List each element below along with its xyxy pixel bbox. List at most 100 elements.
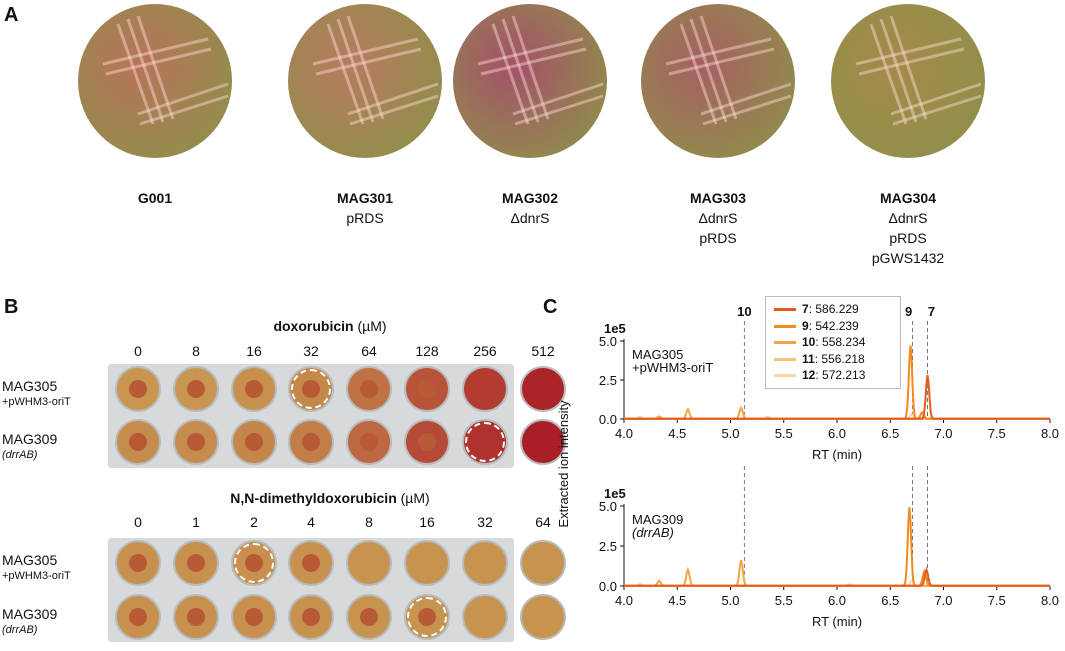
colony-spot	[418, 433, 436, 451]
colony-spot	[129, 554, 147, 572]
compound-mz: : 586.229	[808, 302, 859, 316]
concentration-label: 0	[134, 514, 142, 530]
colony-spot	[187, 380, 205, 398]
peak-marker-label: 7	[928, 304, 935, 319]
strain-row-label: MAG305+pWHM3-oriT	[2, 378, 71, 410]
well	[462, 540, 508, 586]
streak-pattern	[665, 15, 792, 126]
x-tick-label: 4.0	[615, 593, 633, 608]
well	[115, 540, 161, 586]
colony-spot	[360, 380, 378, 398]
legend-swatch	[774, 341, 796, 345]
x-tick-label: 8.0	[1041, 593, 1059, 608]
well	[231, 366, 277, 412]
well	[346, 594, 392, 640]
compound-mz: : 558.234	[815, 335, 866, 349]
agar-plate	[288, 4, 442, 158]
well	[346, 540, 392, 586]
x-tick-label: 6.0	[828, 426, 846, 441]
colony-spot	[129, 608, 147, 626]
concentration-label: 16	[246, 343, 262, 359]
y-tick-label: 2.5	[599, 539, 617, 554]
x-tick-label: 6.5	[881, 426, 899, 441]
panel-letter-c: C	[543, 296, 558, 318]
strain-name: MAG302	[501, 190, 559, 206]
well	[346, 366, 392, 412]
x-axis-label: RT (min)	[812, 614, 862, 629]
well-mic-marked	[288, 366, 334, 412]
strain-name: MAG301	[336, 190, 394, 206]
colony-spot	[245, 554, 263, 572]
genotype-line: pGWS1432	[871, 250, 945, 266]
x-tick-label: 6.0	[828, 593, 846, 608]
assay-title: N,N-dimethyldoxorubicin (µM)	[200, 490, 460, 506]
y-tick-label: 5.0	[599, 499, 617, 514]
compound-id: 10	[802, 335, 816, 349]
y-tick-label: 0.0	[599, 412, 617, 427]
streak-pattern	[477, 15, 604, 126]
strain-annotation: +pWHM3-oriT	[2, 396, 71, 408]
legend-swatch	[774, 357, 796, 361]
well	[231, 419, 277, 465]
legend-item: 12: 572.213	[774, 367, 892, 384]
well	[520, 419, 566, 465]
x-tick-label: 4.5	[668, 593, 686, 608]
genotype-line: ΔdnrS	[510, 210, 550, 226]
colony-spot	[187, 554, 205, 572]
well	[173, 419, 219, 465]
plate-label: G001	[80, 188, 230, 208]
compound-id: 12	[802, 368, 816, 382]
strain-annotation: (drrAB)	[2, 624, 38, 636]
strain-name: MAG303	[689, 190, 747, 206]
strain-annotation: (drrAB)	[632, 525, 674, 540]
concentration-label: 2	[250, 514, 258, 530]
colony-spot	[245, 380, 263, 398]
agar-plate	[641, 4, 795, 158]
y-axis-label: Extracted ion intensity	[556, 400, 571, 528]
streak-pattern	[102, 15, 229, 126]
colony-spot	[418, 380, 436, 398]
concentration-label: 32	[477, 514, 493, 530]
agar-plate	[78, 4, 232, 158]
strain-row-label: MAG309(drrAB)	[2, 431, 57, 463]
colony-spot	[129, 433, 147, 451]
legend-swatch	[774, 324, 796, 328]
genotype-line: ΔdnrS	[698, 210, 738, 226]
strain-name: MAG305	[2, 552, 58, 568]
well	[346, 419, 392, 465]
x-tick-label: 7.5	[988, 593, 1006, 608]
x-tick-label: 6.5	[881, 593, 899, 608]
concentration-label: 1	[192, 514, 200, 530]
concentration-label: 128	[415, 343, 439, 359]
x-tick-label: 8.0	[1041, 426, 1059, 441]
colony-spot	[302, 554, 320, 572]
x-tick-label: 4.5	[668, 426, 686, 441]
series-7-trace	[624, 566, 1050, 587]
colony-spot	[302, 380, 320, 398]
concentration-label: 512	[531, 343, 555, 359]
strain-annotation: +pWHM3-oriT	[2, 570, 71, 582]
strain-name: G001	[137, 190, 173, 206]
compound-name: N,N-dimethyldoxorubicin	[230, 490, 397, 506]
well	[173, 540, 219, 586]
concentration-label: 16	[419, 514, 435, 530]
peak-marker-label: 9	[905, 304, 912, 319]
well	[404, 366, 450, 412]
genotype-line: ΔdnrS	[888, 210, 928, 226]
legend-item: 11: 556.218	[774, 351, 892, 368]
panel-letter-b: B	[4, 296, 19, 318]
compound-name: doxorubicin	[273, 318, 354, 334]
concentration-label: 0	[134, 343, 142, 359]
streak-pattern	[855, 15, 982, 126]
x-tick-label: 5.5	[775, 426, 793, 441]
genotype-line: pRDS	[346, 210, 384, 226]
colony-spot	[187, 433, 205, 451]
genotype-line: pRDS	[889, 230, 927, 246]
x-axis-label: RT (min)	[812, 447, 862, 462]
x-tick-label: 4.0	[615, 426, 633, 441]
well	[520, 594, 566, 640]
x-tick-label: 7.5	[988, 426, 1006, 441]
colony-spot	[129, 380, 147, 398]
strain-name: MAG309	[2, 431, 58, 447]
